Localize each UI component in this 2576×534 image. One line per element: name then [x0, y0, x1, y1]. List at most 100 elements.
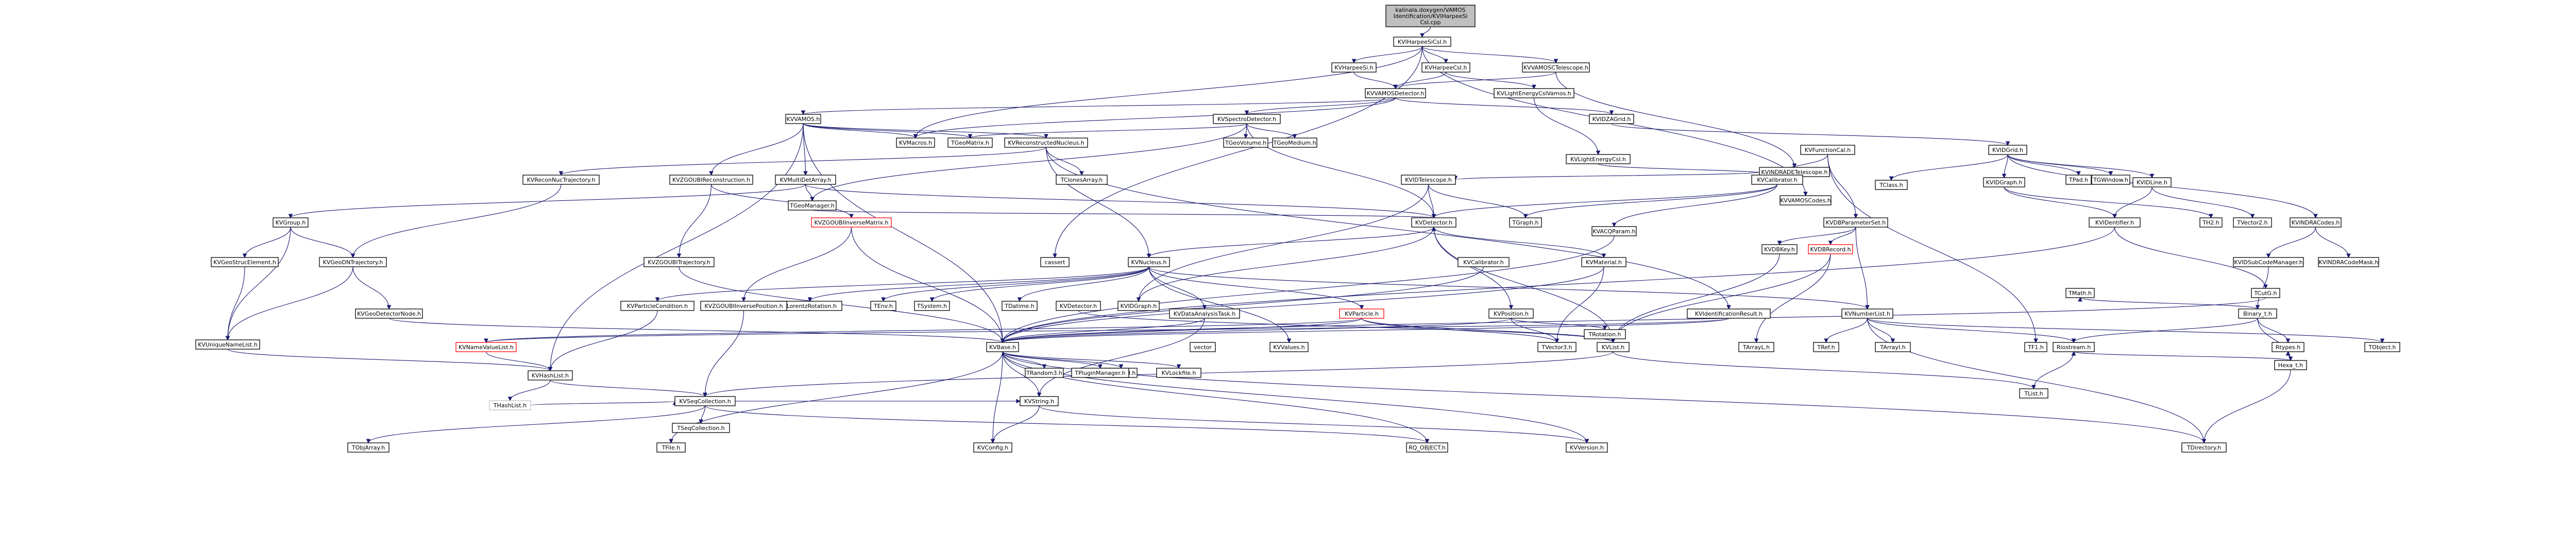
node-kvmacros[interactable]: KVMacros.h: [896, 137, 935, 148]
node-kvdbparameterset[interactable]: KVDBParameterSet.h: [1823, 217, 1888, 228]
node-tarrayl[interactable]: TArrayL.h: [1738, 342, 1774, 352]
node-tgwindow[interactable]: TGWindow.h: [2091, 175, 2130, 185]
node-trandom3[interactable]: TRandom3.h: [1025, 368, 1064, 378]
node-kvidzagrid[interactable]: KVIDZAGrid.h: [1589, 114, 1634, 124]
node-kvhashlist[interactable]: KVHashList.h: [528, 370, 573, 381]
node-kvnumberlist[interactable]: KVNumberList.h: [1841, 308, 1893, 319]
node-thashlist[interactable]: THashList.h: [489, 400, 531, 410]
node-kvzgoubiinversematrix[interactable]: KVZGOUBIInverseMatrix.h: [811, 217, 892, 228]
node-tlist[interactable]: TList.h: [2019, 388, 2048, 399]
node-kvvamos[interactable]: KVVAMOS.h: [785, 114, 821, 124]
node-kvharpeesi[interactable]: KVHarpeeSi.h: [1331, 62, 1377, 73]
node-kvvalues[interactable]: KVValues.h: [1269, 342, 1309, 352]
node-tcutg[interactable]: TCutG.h: [2251, 288, 2280, 298]
node-tref[interactable]: TRef.h: [1813, 342, 1839, 352]
node-kvidgraph[interactable]: KVIDGraph.h: [1983, 177, 2025, 187]
node-kvacqparam[interactable]: KVACQParam.h: [1591, 226, 1637, 236]
node-kvharpeecsi[interactable]: KVHarpeeCsI.h: [1421, 62, 1470, 73]
node-kvidtelescope[interactable]: KVIDTelescope.h: [1401, 175, 1456, 185]
node-kvuniquenamelist[interactable]: KVUniqueNameList.h: [195, 339, 260, 350]
node-kvidentificationresult[interactable]: KVIdentificationResult.h: [1687, 308, 1771, 319]
node-kvnucleus[interactable]: KVNucleus.h: [1128, 257, 1170, 267]
node-kvmultidetarray[interactable]: KVMultiDetArray.h: [775, 175, 836, 185]
node-rtypes[interactable]: Rtypes.h: [2272, 342, 2304, 352]
node-kvlist[interactable]: KVList.h: [1597, 342, 1630, 352]
node-kvidgraph2[interactable]: KVIDGraph.h: [1117, 301, 1160, 311]
node-kvzgoubitrajectory[interactable]: KVZGOUBITrajectory.h: [643, 257, 715, 267]
node-tenv[interactable]: TEnv.h: [870, 301, 896, 311]
node-kvindradetelescope[interactable]: KVINDRADETelescope.h: [1759, 167, 1830, 177]
node-kvindracodes[interactable]: KVINDRACodes.h: [2290, 217, 2342, 228]
node-kvvamosctelescope[interactable]: KVVAMOSCTelescope.h: [1522, 62, 1590, 73]
node-kvdataanalysistask[interactable]: KVDataAnalysisTask.h: [1169, 308, 1240, 319]
node-root[interactable]: kalinala.doxygen/VAMOSIdentification/KVI…: [1385, 5, 1476, 27]
node-tclass[interactable]: TClass.h: [1875, 180, 1908, 190]
node-kvdetector2[interactable]: KVDetector.h: [1056, 301, 1101, 311]
node-tsystem[interactable]: TSystem.h: [914, 301, 950, 311]
node-tseqcollection[interactable]: TSeqCollection.h: [672, 423, 730, 433]
node-tf1[interactable]: TF1.h: [2024, 342, 2047, 352]
node-kvidline[interactable]: KVIDLine.h: [2132, 177, 2172, 187]
node-tgraph[interactable]: TGraph.h: [1509, 217, 1542, 228]
node-kvlightenergycsi[interactable]: KVLightEnergyCsI.h: [1566, 154, 1631, 164]
node-kvgeostrucelement[interactable]: KVGeoStrucElement.h: [211, 257, 279, 267]
node-kvcalibrator2[interactable]: KVCalibrator.h: [1458, 257, 1510, 267]
node-binary-t[interactable]: Binary_t.h: [2238, 308, 2277, 319]
node-rq-object[interactable]: RQ_OBJECT.h: [1406, 442, 1448, 453]
node-kvversion[interactable]: KVVersion.h: [1566, 442, 1608, 453]
node-kviharpeesicsi[interactable]: KVIHarpeeSiCsI.h: [1393, 37, 1451, 47]
node-tdatime[interactable]: TDatime.h: [1002, 301, 1038, 311]
node-kvfunctioncal[interactable]: KVFunctionCal.h: [1800, 145, 1855, 155]
node-tobject[interactable]: TObject.h: [2364, 342, 2400, 352]
node-tgeomanager[interactable]: TGeoManager.h: [788, 200, 837, 211]
node-kvlightenergycsivamos[interactable]: KVLightEnergyCsIVamos.h: [1494, 88, 1574, 98]
node-vector[interactable]: vector: [1190, 342, 1216, 352]
node-kvdetector[interactable]: KVDetector.h: [1411, 217, 1456, 228]
node-th2[interactable]: TH2.h: [2199, 217, 2223, 228]
node-kvbase[interactable]: KVBase.h: [986, 342, 1019, 352]
node-kvposition[interactable]: KVPosition.h: [1488, 308, 1534, 319]
node-tarrayi[interactable]: TArrayI.h: [1875, 342, 1911, 352]
node-kvzgoubiinverseposition[interactable]: KVZGOUBIInversePosition.h: [700, 301, 787, 311]
node-kvreconnuctrajectory[interactable]: KVReconNucTrajectory.h: [522, 175, 600, 185]
node-kvconfig[interactable]: KVConfig.h: [973, 442, 1012, 453]
node-tpad[interactable]: TPad.h: [2065, 175, 2092, 185]
node-trotation[interactable]: TRotation.h: [1584, 329, 1626, 339]
node-tclonesarray[interactable]: TClonesArray.h: [1056, 175, 1108, 185]
node-kvnamevaluelist[interactable]: KVNameValueList.h: [455, 342, 517, 352]
node-kvstring[interactable]: KVString.h: [1020, 396, 1059, 406]
node-kvzgoubireconstruction[interactable]: KVZGOUBIReconstruction.h: [669, 175, 753, 185]
node-cassert[interactable]: cassert: [1040, 257, 1070, 267]
node-kvseqcollection[interactable]: KVSeqCollection.h: [674, 396, 736, 406]
node-kvgeodntrajectory[interactable]: KVGeoDNTrajectory.h: [319, 257, 387, 267]
node-tmath[interactable]: TMath.h: [2065, 288, 2095, 298]
node-kvcalibrator[interactable]: KVCalibrator.h: [1751, 175, 1803, 185]
node-tgeomedium[interactable]: TGeoMedium.h: [1272, 137, 1317, 148]
node-kvdsubcodemanager[interactable]: KVIDSubCodeManager.h: [2233, 257, 2304, 267]
node-kvdbrecord[interactable]: KVDBRecord.h: [1808, 244, 1853, 254]
node-kvmaterial[interactable]: KVMaterial.h: [1581, 257, 1626, 267]
node-tpluginmanager[interactable]: TPluginManager.h: [1071, 368, 1129, 378]
node-kvspectrodetector[interactable]: KVSpectroDetector.h: [1213, 114, 1281, 124]
node-tgeomatrix[interactable]: TGeoMatrix.h: [947, 137, 993, 148]
node-tvector2[interactable]: TVector2.h: [2233, 217, 2272, 228]
node-kvidentifier[interactable]: KVIDentifier.h: [2089, 217, 2141, 228]
node-kvparticlecondition[interactable]: KVParticleCondition.h: [620, 301, 694, 311]
node-tfile[interactable]: TFile.h: [656, 442, 686, 453]
node-kvidgrid[interactable]: KVIDGrid.h: [1988, 145, 2027, 155]
node-kvvamosdetector[interactable]: KVVAMOSDetector.h: [1365, 88, 1426, 98]
node-kvdbkey[interactable]: KVDBKey.h: [1761, 244, 1798, 254]
node-tvector3[interactable]: TVector3.h: [1537, 342, 1577, 352]
node-tobjarray[interactable]: TObjArray.h: [347, 442, 389, 453]
node-kvreconstructednucleus[interactable]: KVReconstructedNucleus.h: [1004, 137, 1088, 148]
node-tdirectory[interactable]: TDirectory.h: [2181, 442, 2227, 453]
node-tgeovolume[interactable]: TGeoVolume.h: [1223, 137, 1268, 148]
node-kvparticle[interactable]: KVParticle.h: [1339, 308, 1384, 319]
node-kvindracodemask[interactable]: KVINDRACodeMask.h: [2318, 257, 2379, 267]
node-hexa-t[interactable]: Hexa_t.h: [2274, 360, 2307, 370]
node-kvgeodetectornode[interactable]: KVGeoDetectorNode.h: [355, 308, 423, 319]
node-kvgroup[interactable]: KVGroup.h: [273, 217, 309, 228]
node-kvlockfile[interactable]: KVLockfile.h: [1156, 368, 1201, 378]
node-kvvamoscodes2[interactable]: KVVAMOSCodes.h: [1780, 195, 1832, 205]
node-riostream[interactable]: Riostream.h: [2053, 342, 2095, 352]
